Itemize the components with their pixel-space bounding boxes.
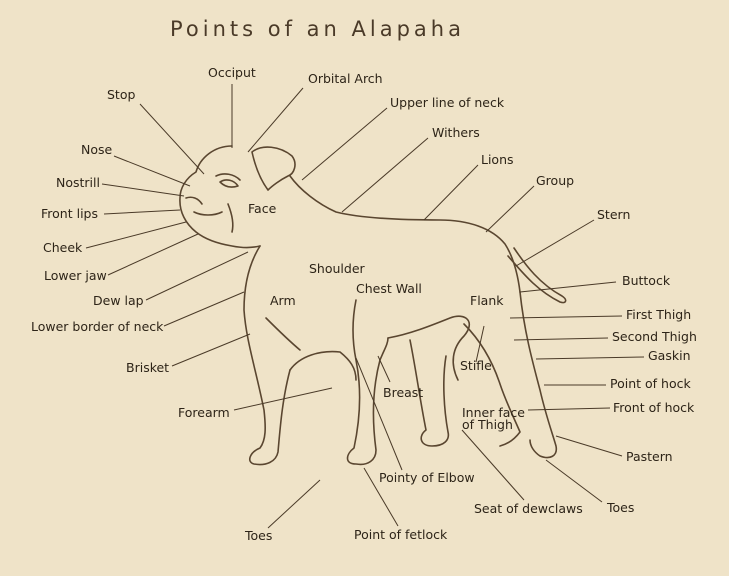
- label-toes-front: Toes: [245, 528, 273, 543]
- label-stifle: Stifle: [460, 358, 492, 373]
- label-nostrill: Nostrill: [56, 175, 100, 190]
- label-upper-line-of-neck: Upper line of neck: [390, 95, 505, 110]
- leader-lower-border-of-neck: [163, 291, 245, 327]
- leader-nose: [113, 155, 191, 187]
- leader-front-of-hock: [527, 407, 611, 411]
- dog-topline: [289, 175, 521, 293]
- leader-first-thigh: [509, 315, 623, 319]
- dog-rear-leg-back: [519, 291, 558, 459]
- dog-outline: [179, 145, 567, 466]
- leader-withers: [341, 137, 429, 213]
- leader-point-of-fetlock: [363, 467, 399, 527]
- leader-orbital-arch: [247, 87, 304, 153]
- leader-gaskin: [535, 356, 645, 360]
- leader-group: [485, 185, 535, 233]
- label-gaskin: Gaskin: [648, 348, 691, 363]
- leader-lines: [85, 84, 645, 529]
- label-group: Group: [536, 173, 575, 188]
- label-lower-jaw: Lower jaw: [44, 268, 107, 283]
- label-lions: Lions: [481, 152, 514, 167]
- label-inner-face-of-thigh: Inner face of Thigh: [462, 405, 525, 432]
- leader-stop: [139, 103, 205, 175]
- dog-chest-underside: [289, 350, 357, 381]
- leader-upper-line-of-neck: [301, 107, 388, 181]
- label-chest-wall: Chest Wall: [356, 281, 422, 296]
- diagram-title: Points of an Alapaha: [170, 17, 465, 41]
- label-point-of-fetlock: Point of fetlock: [354, 527, 448, 542]
- leader-forearm: [233, 387, 333, 411]
- label-pointy-of-elbow: Pointy of Elbow: [379, 470, 475, 485]
- label-shoulder: Shoulder: [309, 261, 365, 276]
- label-face: Face: [248, 201, 277, 216]
- label-breast: Breast: [383, 385, 424, 400]
- leader-pastern: [555, 435, 623, 457]
- label-seat-of-dewclaws: Seat of dewclaws: [474, 501, 583, 516]
- label-pastern: Pastern: [626, 449, 673, 464]
- dog-muzzle-line: [185, 196, 203, 205]
- label-nose: Nose: [81, 142, 113, 157]
- label-point-of-hock: Point of hock: [610, 376, 691, 391]
- dog-ear: [251, 146, 296, 191]
- label-stern: Stern: [597, 207, 631, 222]
- label-front-lips: Front lips: [41, 206, 98, 221]
- leader-stern: [515, 219, 595, 267]
- dog-elbow-line: [265, 317, 301, 351]
- leader-front-lips: [103, 209, 181, 215]
- leader-cheek: [85, 221, 187, 249]
- leader-seat-of-dewclaws: [461, 429, 525, 501]
- label-orbital-arch: Orbital Arch: [308, 71, 383, 86]
- leader-second-thigh: [513, 337, 609, 341]
- leader-breast: [377, 355, 391, 383]
- leader-stifle: [475, 325, 485, 363]
- dog-far-hind-leg: [409, 339, 450, 447]
- dog-brow: [215, 173, 241, 181]
- dog-lip-line: [193, 211, 223, 216]
- label-front-of-hock: Front of hock: [613, 400, 695, 415]
- label-stop: Stop: [107, 87, 136, 102]
- leader-buttock: [519, 281, 617, 293]
- leader-lower-jaw: [107, 233, 199, 276]
- label-cheek: Cheek: [43, 240, 83, 255]
- leader-lions: [423, 164, 479, 221]
- label-toes-hind: Toes: [607, 500, 635, 515]
- label-withers: Withers: [432, 125, 480, 140]
- label-brisket: Brisket: [126, 360, 170, 375]
- leader-toes-hind: [545, 459, 603, 503]
- dog-head-outline: [179, 145, 261, 249]
- leader-pointy-of-elbow: [355, 357, 403, 471]
- leader-brisket: [171, 333, 251, 367]
- dog-belly: [387, 315, 470, 381]
- dog-tail: [507, 247, 567, 304]
- label-arm: Arm: [270, 293, 296, 308]
- dog-rear-leg-front: [463, 323, 521, 447]
- dog-eye: [219, 179, 239, 188]
- label-flank: Flank: [470, 293, 504, 308]
- label-occiput: Occiput: [208, 65, 256, 80]
- label-lower-border-of-neck: Lower border of neck: [31, 319, 164, 334]
- label-first-thigh: First Thigh: [626, 307, 692, 322]
- label-dew-lap: Dew lap: [93, 293, 144, 308]
- dog-cheek-line: [227, 203, 234, 233]
- dog-front-leg-near: [243, 245, 291, 466]
- label-buttock: Buttock: [622, 273, 671, 288]
- label-forearm: Forearm: [178, 405, 230, 420]
- label-second-thigh: Second Thigh: [612, 329, 697, 344]
- leader-toes-front: [267, 479, 321, 529]
- dog-front-leg-far: [346, 299, 389, 466]
- leader-nostrill: [101, 183, 185, 197]
- leader-dew-lap: [145, 251, 249, 301]
